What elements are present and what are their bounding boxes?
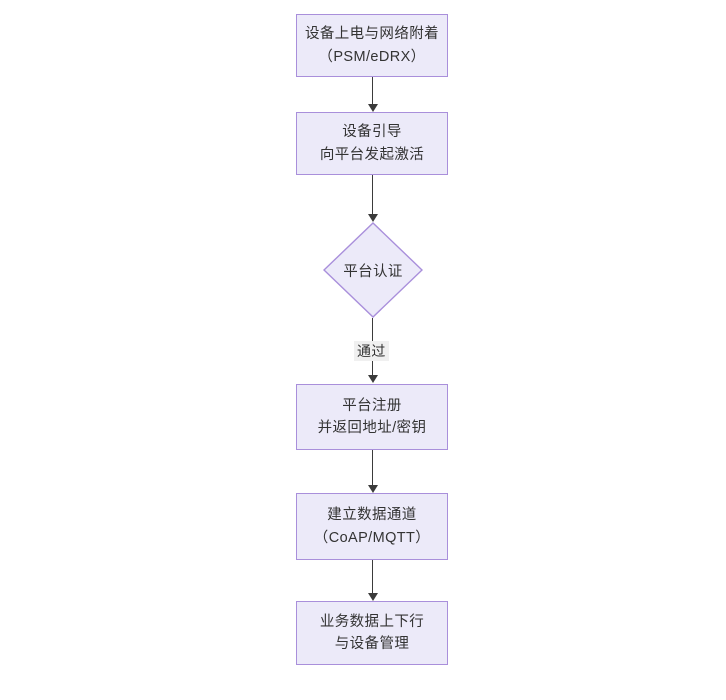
- flow-node-platform-register[interactable]: 平台注册 并返回地址/密钥: [296, 384, 448, 450]
- flow-node-bootstrap-line2: 向平台发起激活: [319, 146, 425, 163]
- arrowhead-data-channel-to-business-data: [367, 593, 378, 601]
- arrowhead-platform-auth-to-register: [367, 375, 378, 383]
- flow-node-data-channel-line2: （CoAP/MQTT）: [313, 529, 431, 546]
- flow-node-bootstrap[interactable]: 设备引导 向平台发起激活: [296, 112, 448, 175]
- flow-node-data-channel[interactable]: 建立数据通道 （CoAP/MQTT）: [296, 493, 448, 560]
- arrowhead-power-on-to-bootstrap: [367, 104, 378, 112]
- flow-node-power-on[interactable]: 设备上电与网络附着 （PSM/eDRX）: [296, 14, 448, 77]
- connector-register-to-data-channel: [372, 450, 374, 486]
- flow-node-data-channel-line1: 建立数据通道: [327, 507, 417, 524]
- flow-node-platform-register-line1: 平台注册: [342, 397, 402, 414]
- flow-node-platform-register-line2: 并返回地址/密钥: [317, 420, 427, 436]
- connector-power-on-to-bootstrap: [372, 77, 374, 105]
- flow-node-business-data-line2: 与设备管理: [334, 636, 410, 652]
- flow-node-platform-auth[interactable]: 平台认证: [323, 222, 423, 318]
- flow-node-power-on-line2: （PSM/eDRX）: [318, 48, 426, 65]
- connector-bootstrap-to-platform-auth: [372, 175, 374, 215]
- arrowhead-register-to-data-channel: [367, 485, 378, 493]
- flow-node-business-data[interactable]: 业务数据上下行 与设备管理: [296, 601, 448, 665]
- flow-node-power-on-line1: 设备上电与网络附着: [304, 26, 440, 43]
- arrowhead-bootstrap-to-platform-auth: [367, 214, 378, 222]
- flow-node-platform-auth-label: 平台认证: [343, 263, 403, 280]
- flow-node-business-data-line1: 业务数据上下行: [319, 613, 425, 630]
- diamond-shape: [323, 222, 423, 318]
- connector-data-channel-to-business-data: [372, 560, 374, 594]
- flow-node-bootstrap-line1: 设备引导: [342, 124, 402, 141]
- edge-label-pass: 通过: [354, 341, 389, 362]
